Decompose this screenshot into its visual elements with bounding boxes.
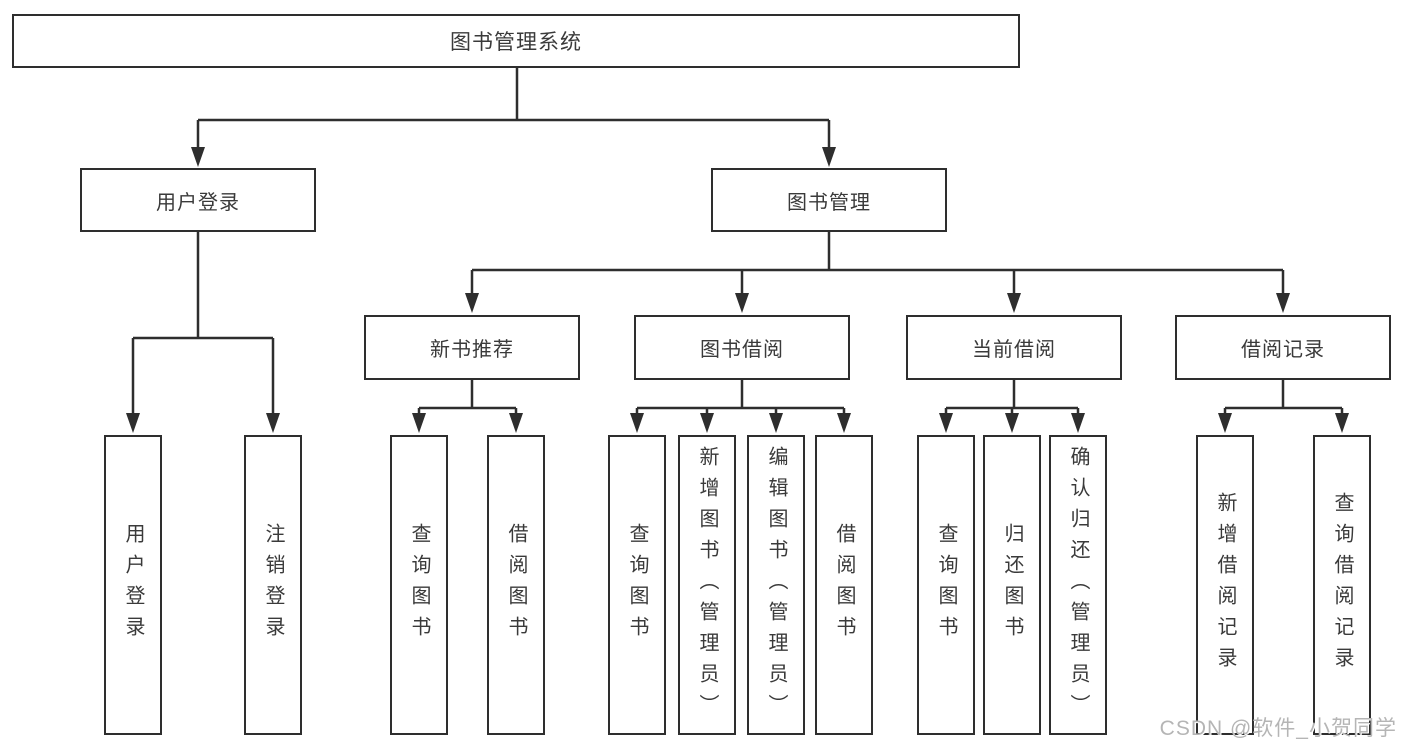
leaf-nbr-query-books: 查询图书 <box>390 435 448 735</box>
node-current-borrow: 当前借阅 <box>906 315 1122 380</box>
leaf-cb-return-books: 归还图书 <box>983 435 1041 735</box>
node-system-label: 图书管理系统 <box>450 31 582 54</box>
leaf-bb-borrow-books: 借阅图书 <box>815 435 873 735</box>
node-new-book-recommend: 新书推荐 <box>364 315 580 380</box>
leaf-br-query-record: 查询借阅记录 <box>1313 435 1371 735</box>
node-book-management: 图书管理 <box>711 168 947 232</box>
leaf-logout: 注销登录 <box>244 435 302 735</box>
node-book-borrow-label: 图书借阅 <box>700 339 784 361</box>
node-user-login-label: 用户登录 <box>156 191 240 214</box>
leaf-nbr-query-books-label: 查询图书 <box>408 523 430 647</box>
leaf-bb-borrow-books-label: 借阅图书 <box>833 523 855 647</box>
leaf-bb-add-book-admin-label: 新增图书（管理员） <box>696 445 718 725</box>
node-user-login: 用户登录 <box>80 168 316 232</box>
leaf-user-login: 用户登录 <box>104 435 162 735</box>
leaf-br-add-record-label: 新增借阅记录 <box>1214 492 1236 678</box>
leaf-nbr-borrow-books: 借阅图书 <box>487 435 545 735</box>
watermark: CSDN @软件_小贺同学 <box>1159 717 1397 740</box>
leaf-bb-edit-book-admin: 编辑图书（管理员） <box>747 435 805 735</box>
leaf-user-login-label: 用户登录 <box>122 523 144 647</box>
leaf-cb-confirm-return-admin-label: 确认归还（管理员） <box>1067 445 1089 725</box>
leaf-br-query-record-label: 查询借阅记录 <box>1331 492 1353 678</box>
leaf-cb-query-books: 查询图书 <box>917 435 975 735</box>
node-book-management-label: 图书管理 <box>787 191 871 214</box>
leaf-nbr-borrow-books-label: 借阅图书 <box>505 523 527 647</box>
leaf-bb-query-books-label: 查询图书 <box>626 523 648 647</box>
leaf-cb-return-books-label: 归还图书 <box>1001 523 1023 647</box>
leaf-bb-query-books: 查询图书 <box>608 435 666 735</box>
node-borrow-records: 借阅记录 <box>1175 315 1391 380</box>
leaf-logout-label: 注销登录 <box>262 523 284 647</box>
leaf-bb-add-book-admin: 新增图书（管理员） <box>678 435 736 735</box>
leaf-cb-query-books-label: 查询图书 <box>935 523 957 647</box>
node-new-book-recommend-label: 新书推荐 <box>430 339 514 361</box>
node-book-borrow: 图书借阅 <box>634 315 850 380</box>
node-system: 图书管理系统 <box>12 14 1020 68</box>
leaf-br-add-record: 新增借阅记录 <box>1196 435 1254 735</box>
node-borrow-records-label: 借阅记录 <box>1241 339 1325 361</box>
node-current-borrow-label: 当前借阅 <box>972 339 1056 361</box>
leaf-cb-confirm-return-admin: 确认归还（管理员） <box>1049 435 1107 735</box>
leaf-bb-edit-book-admin-label: 编辑图书（管理员） <box>765 445 787 725</box>
